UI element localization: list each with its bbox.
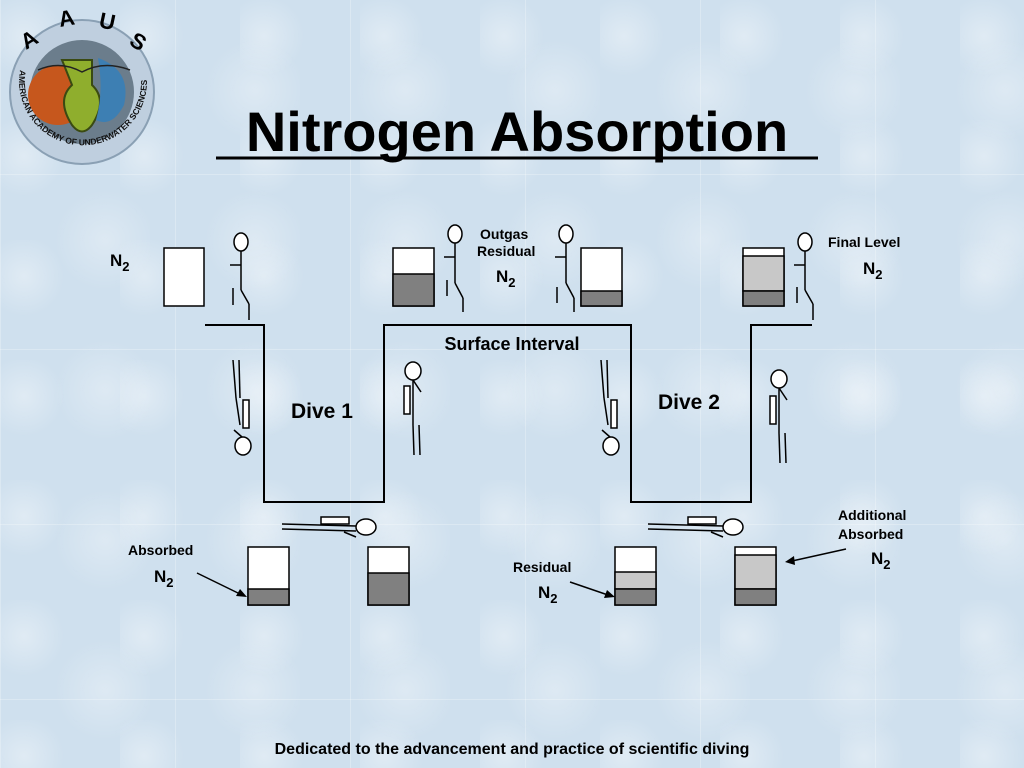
label-dive1: Dive 1 (291, 400, 353, 423)
diver-ascending-1 (403, 361, 422, 456)
label-final-level: Final Level (828, 234, 900, 250)
diver-standing-3 (555, 224, 575, 312)
footer-text: Dedicated to the advancement and practic… (274, 741, 750, 758)
logo-letter-a2: A (57, 5, 77, 32)
label-additional: Additional (838, 507, 906, 523)
label-n2-residual: N2 (538, 583, 558, 606)
label-absorbed-2: Absorbed (838, 526, 903, 542)
page-title: Nitrogen Absorption (246, 100, 788, 163)
tank-bottom-absorbed-start (247, 546, 290, 606)
label-residual-top: Residual (477, 243, 535, 259)
tank-bottom-residual (614, 546, 657, 606)
aaus-logo: A A U S AMERICAN ACADEMY OF UNDERWATER S… (9, 5, 155, 165)
tank-bottom-additional (734, 546, 777, 606)
diver-standing-2 (444, 224, 464, 312)
tank-top-empty (163, 247, 205, 307)
arrow-absorbed (196, 572, 247, 597)
arrow-additional (785, 548, 847, 565)
label-outgas: Outgas (480, 226, 528, 242)
label-absorbed: Absorbed (128, 542, 193, 558)
diver-descending-1 (232, 359, 252, 456)
label-surface-interval: Surface Interval (444, 334, 579, 354)
tank-top-outgas-full (392, 247, 435, 307)
diver-standing-4 (794, 232, 814, 320)
diver-horizontal-2 (647, 516, 744, 538)
label-n2-top-left: N2 (110, 251, 130, 274)
label-n2-top-mid: N2 (496, 267, 516, 290)
diver-descending-2 (600, 359, 620, 456)
diver-standing-1 (230, 232, 250, 320)
label-n2-top-right: N2 (863, 259, 883, 282)
label-n2-additional: N2 (871, 549, 891, 572)
label-residual-bottom: Residual (513, 559, 571, 575)
tank-top-final-level (742, 247, 785, 307)
diver-ascending-2 (769, 369, 788, 464)
label-n2-absorbed: N2 (154, 567, 174, 590)
logo-letter-u: U (97, 7, 118, 35)
tank-bottom-absorbed-end (367, 546, 410, 606)
tank-top-residual (580, 247, 623, 307)
arrow-residual (569, 581, 615, 598)
dive-profile-line (205, 324, 812, 503)
diver-horizontal-1 (281, 516, 377, 538)
label-dive2: Dive 2 (658, 391, 720, 414)
